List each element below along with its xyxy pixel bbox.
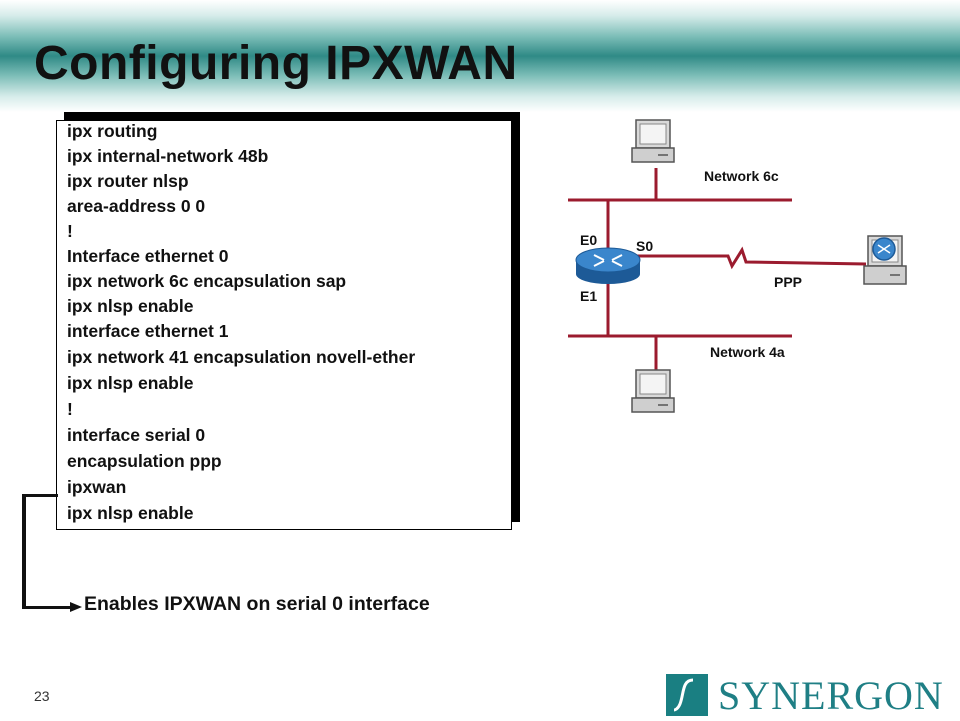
synergon-logo: SYNERGON <box>666 673 944 718</box>
callout-text: Enables IPXWAN on serial 0 interface <box>84 593 430 615</box>
network-diagram-svg <box>568 119 907 413</box>
port-e0-label: E0 <box>580 232 598 248</box>
ppp-label: PPP <box>774 274 803 290</box>
top-workstation-icon <box>631 119 675 163</box>
callout-bracket-top <box>22 494 58 497</box>
arrow-right-icon <box>70 602 82 612</box>
config-line: ipx network 41 encapsulation novell-ethe… <box>67 347 416 367</box>
config-line: Interface ethernet 0 <box>67 246 229 266</box>
callout-arrow-line <box>22 606 72 609</box>
header-band <box>0 0 960 112</box>
config-line: area-address 0 0 <box>67 196 206 216</box>
bottom-workstation-icon <box>631 369 675 413</box>
config-line: ipxwan <box>67 477 127 497</box>
config-line: ipx network 6c encapsulation sap <box>67 271 347 291</box>
config-line: interface serial 0 <box>67 425 206 445</box>
router-icon <box>575 247 641 284</box>
network-diagram: Network 6c Network 4a E0 E1 S0 PPP <box>540 110 940 440</box>
port-e1-label: E1 <box>580 288 598 304</box>
config-code-box: ipx routing ipx internal-network 48b ipx… <box>56 120 512 530</box>
synergon-logo-icon <box>666 674 708 716</box>
config-line: ipx nlsp enable <box>67 296 194 316</box>
config-line: ! <box>67 399 73 419</box>
remote-workstation-icon <box>863 235 907 285</box>
network-6c-label: Network 6c <box>704 168 779 184</box>
config-line: ipx routing <box>67 121 158 141</box>
slide-number: 23 <box>34 688 50 704</box>
config-line: ipx nlsp enable <box>67 503 194 523</box>
config-line: ipx router nlsp <box>67 171 189 191</box>
config-line: encapsulation ppp <box>67 451 222 471</box>
ppp-serial-link <box>636 246 867 270</box>
network-4a-label: Network 4a <box>710 344 785 360</box>
synergon-logo-text: SYNERGON <box>718 673 944 718</box>
port-s0-label: S0 <box>636 238 654 254</box>
config-line: interface ethernet 1 <box>67 321 229 341</box>
callout-bracket <box>22 494 26 608</box>
config-line: ipx nlsp enable <box>67 373 194 393</box>
config-line: ipx internal-network 48b <box>67 146 269 166</box>
page-title: Configuring IPXWAN <box>34 37 518 90</box>
config-line: ! <box>67 221 73 241</box>
